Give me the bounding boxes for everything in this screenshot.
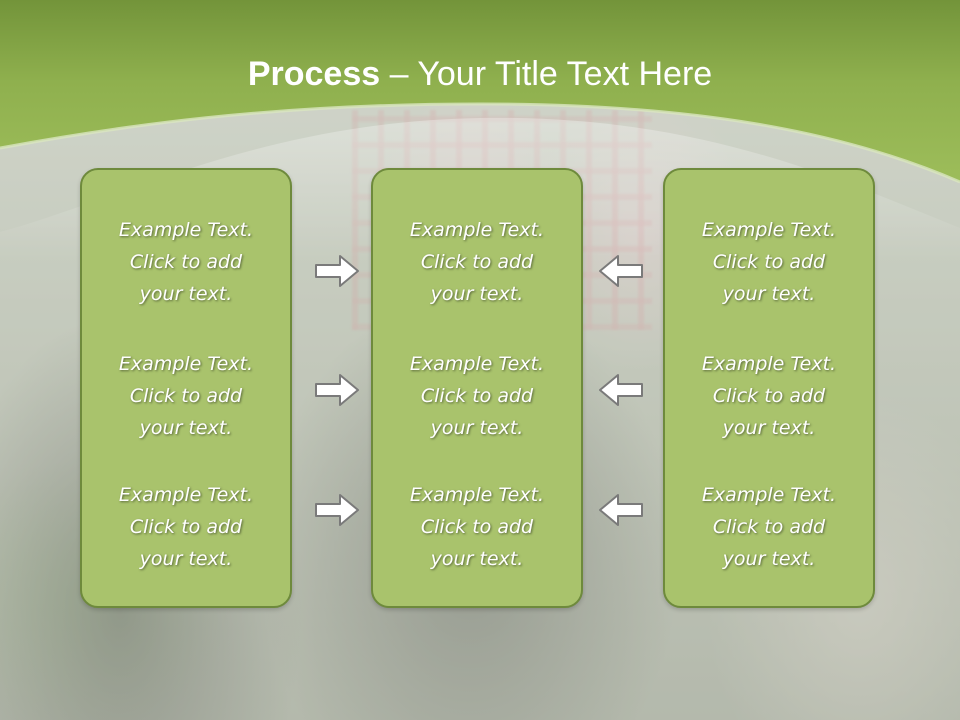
text-line: Example Text. bbox=[409, 219, 545, 241]
text-block[interactable]: Example Text. Click to add your text. bbox=[373, 348, 581, 444]
text-block[interactable]: Example Text. Click to add your text. bbox=[82, 479, 290, 575]
text-line: Example Text. bbox=[701, 353, 837, 375]
text-line: Click to add bbox=[712, 516, 826, 538]
text-line: Click to add bbox=[129, 516, 243, 538]
text-line: your text. bbox=[139, 417, 233, 439]
text-block[interactable]: Example Text. Click to add your text. bbox=[82, 214, 290, 310]
text-line: Click to add bbox=[420, 516, 534, 538]
right-arrow-icon[interactable] bbox=[314, 372, 360, 408]
title-bold-part: Process bbox=[247, 55, 381, 93]
text-line: Example Text. bbox=[701, 219, 837, 241]
right-arrow-icon[interactable] bbox=[314, 253, 360, 289]
text-block[interactable]: Example Text. Click to add your text. bbox=[373, 479, 581, 575]
text-line: Example Text. bbox=[409, 353, 545, 375]
left-arrow-icon[interactable] bbox=[598, 492, 644, 528]
text-block[interactable]: Example Text. Click to add your text. bbox=[373, 214, 581, 310]
text-line: Example Text. bbox=[118, 219, 254, 241]
text-block[interactable]: Example Text. Click to add your text. bbox=[665, 479, 873, 575]
text-line: Click to add bbox=[712, 251, 826, 273]
text-block[interactable]: Example Text. Click to add your text. bbox=[665, 214, 873, 310]
left-arrow-icon[interactable] bbox=[598, 372, 644, 408]
text-block[interactable]: Example Text. Click to add your text. bbox=[82, 348, 290, 444]
panel-right[interactable]: Example Text. Click to add your text. Ex… bbox=[663, 168, 875, 608]
text-line: Click to add bbox=[129, 385, 243, 407]
text-line: your text. bbox=[430, 283, 524, 305]
text-line: Click to add bbox=[420, 251, 534, 273]
right-arrow-icon[interactable] bbox=[314, 492, 360, 528]
text-line: your text. bbox=[722, 283, 816, 305]
text-line: Example Text. bbox=[409, 484, 545, 506]
text-line: Click to add bbox=[712, 385, 826, 407]
text-line: your text. bbox=[430, 548, 524, 570]
panel-left[interactable]: Example Text. Click to add your text. Ex… bbox=[80, 168, 292, 608]
text-line: your text. bbox=[139, 548, 233, 570]
text-line: your text. bbox=[139, 283, 233, 305]
text-line: Example Text. bbox=[118, 353, 254, 375]
text-line: your text. bbox=[722, 417, 816, 439]
text-line: your text. bbox=[722, 548, 816, 570]
left-arrow-icon[interactable] bbox=[598, 253, 644, 289]
text-line: Example Text. bbox=[701, 484, 837, 506]
text-line: Example Text. bbox=[118, 484, 254, 506]
panel-middle[interactable]: Example Text. Click to add your text. Ex… bbox=[371, 168, 583, 608]
title-rest-part: – Your Title Text Here bbox=[380, 55, 713, 93]
text-line: your text. bbox=[430, 417, 524, 439]
slide-title[interactable]: Process – Your Title Text Here bbox=[0, 52, 960, 96]
text-line: Click to add bbox=[420, 385, 534, 407]
text-block[interactable]: Example Text. Click to add your text. bbox=[665, 348, 873, 444]
text-line: Click to add bbox=[129, 251, 243, 273]
